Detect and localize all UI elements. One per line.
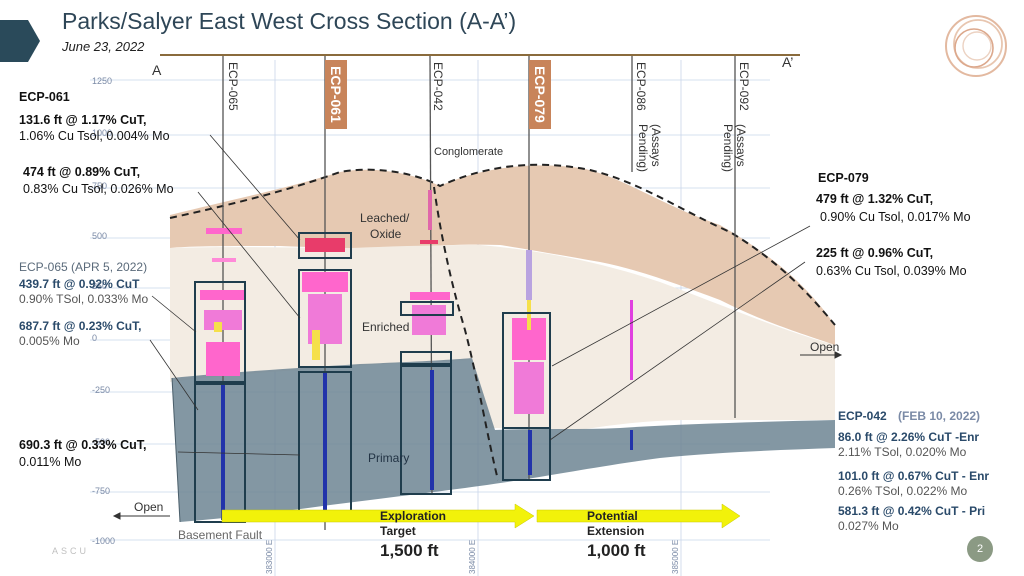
easting-label: 385000 E [671,539,680,574]
zone-label-basement-fault: Basement Fault [178,528,263,542]
page-number-badge: 2 [967,536,993,562]
callout-ecp065-r1-line2: 0.90% TSol, 0.033% Mo [19,292,149,306]
callout-ecp079-title: ECP-079 [818,171,869,185]
callout-ecp061-r3-line2: 0.011% Mo [19,455,82,469]
zone-label-conglomerate: Conglomerate [434,146,504,158]
callout-ecp065-r2-line2: 0.005% Mo [19,334,80,348]
elevation-label: -1000 [92,536,116,546]
exploration-target-line2: Target [380,524,416,538]
callout-ecp061-r3-line1: 690.3 ft @ 0.33% CuT, [19,438,147,452]
callout-ecp042-r3-line1: 581.3 ft @ 0.42% CuT - Pri [838,504,986,518]
easting-label: 384000 E [468,539,477,574]
drillhole-label-ecp086: ECP-086 [634,62,648,111]
callout-ecp079-r2-line2: 0.63% Cu Tsol, 0.039% Mo [816,264,967,278]
drillhole-label-ecp065: ECP-065 [226,62,240,111]
callout-ecp042-r2-line1: 101.0 ft @ 0.67% CuT - Enr [838,469,990,483]
callout-ecp061-r1-line2: 1.06% Cu Tsol, 0.004% Mo [19,129,170,143]
callout-ecp061-r1-line1: 131.6 ft @ 1.17% CuT, [19,113,147,127]
elevation-label: 250 [92,281,108,291]
potential-extension-line2: Extension [587,524,645,538]
slide-title: Parks/Salyer East West Cross Section (A-… [62,8,517,34]
drillhole-label-ecp061: ECP-061 [325,60,347,129]
callout-ecp065-title: ECP-065 (APR 5, 2022) [19,260,148,274]
drillhole-label-ecp079: ECP-079 [529,60,551,129]
elevation-label: 500 [92,231,108,241]
potential-extension-size: 1,000 ft [587,541,646,560]
zone-label-enriched: Enriched [362,320,410,334]
callout-ecp042-title-date: (FEB 10, 2022) [898,409,981,423]
callout-ecp042-r1-line2: 2.11% TSol, 0.020% Mo [838,445,967,459]
slide-date: June 23, 2022 [62,39,145,54]
open-label-right: Open [810,340,840,354]
exploration-target-size: 1,500 ft [380,541,439,560]
callout-ecp079-r1-line1: 479 ft @ 1.32% CuT, [816,192,934,206]
easting-label: 383000 E [265,539,274,574]
drillhole-label-ecp042: ECP-042 [431,62,445,111]
footer-watermark: ASCU [52,546,90,556]
elevation-label: -500 [92,437,111,447]
zone-label-leached: Leached/ [360,211,410,225]
elevation-label: 1250 [92,76,113,86]
nav-tab-icon[interactable] [0,20,40,62]
exploration-target-line1: Exploration [380,509,447,523]
zone-label-oxide: Oxide [370,227,402,241]
elevation-label: 0 [92,333,98,343]
elevation-label: 750 [92,181,108,191]
callout-ecp065-r2-line1: 687.7 ft @ 0.23% CuT, [19,319,142,333]
zone-label-primary: Primary [368,451,410,465]
open-label-left: Open [134,500,164,514]
drillhole-note-ecp086: (Assays Pending) [636,124,663,173]
callout-ecp065-r1-line1: 439.7 ft @ 0.92% CuT [19,277,140,291]
elevation-label: -750 [92,486,111,496]
section-end-label: A’ [782,54,794,70]
callout-ecp061-r2-line2: 0.83% Cu Tsol, 0.026% Mo [23,182,174,196]
potential-extension-line1: Potential [587,509,638,523]
callout-ecp079-r2-line1: 225 ft @ 0.96% CuT, [816,246,934,260]
callout-ecp061-title: ECP-061 [19,90,70,104]
callout-ecp042-title: ECP-042 [838,409,887,423]
company-logo-icon [945,15,1007,77]
callout-ecp042-r2-line2: 0.26% TSol, 0.022% Mo [838,484,968,498]
callout-ecp042-r3-line2: 0.027% Mo [838,519,899,533]
callout-ecp061-r2-line1: 474 ft @ 0.89% CuT, [23,165,141,179]
callout-ecp079-r1-line2: 0.90% Cu Tsol, 0.017% Mo [820,210,971,224]
elevation-label: -250 [92,385,111,395]
section-start-label: A [152,62,162,78]
callout-ecp042-r1-line1: 86.0 ft @ 2.26% CuT -Enr [838,430,980,444]
drillhole-label-ecp092: ECP-092 [737,62,751,111]
drillhole-note-ecp092: (Assays Pending) [721,124,748,173]
elevation-label: 1000 [92,128,113,138]
